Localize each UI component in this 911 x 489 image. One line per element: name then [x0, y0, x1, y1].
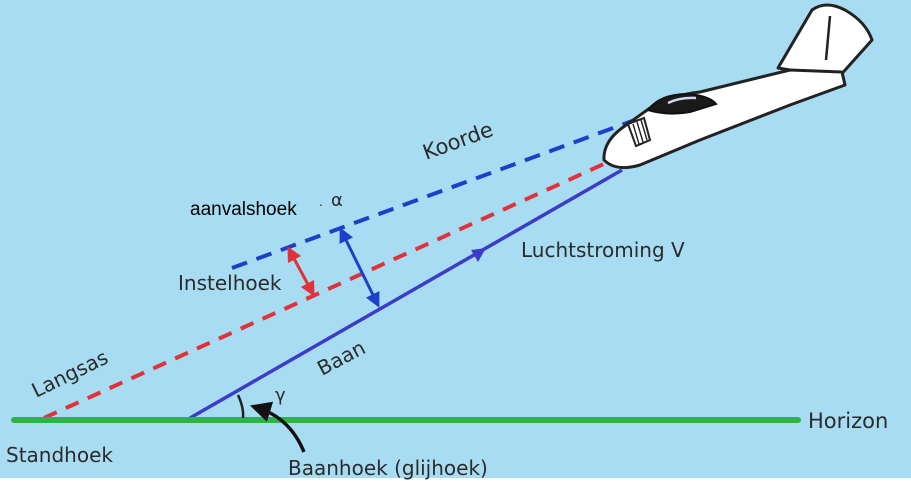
flight-path-arrowhead — [471, 248, 486, 262]
glider-canopy-highlight — [667, 96, 697, 105]
chord-line — [231, 86, 723, 270]
glider-rudder-line — [824, 15, 832, 61]
label-aanvalshoek: aanvalshoek — [190, 199, 297, 220]
glider-tail-fin — [776, 3, 874, 80]
glider-wing-hatching — [632, 119, 648, 145]
glide-angle-arc — [236, 394, 245, 419]
glider-canopy — [646, 92, 718, 115]
label-baanhoek: Baanhoek (glijhoek) — [288, 456, 488, 480]
longitudinal-axis-line — [43, 73, 801, 420]
label-alpha-dot: . — [319, 195, 323, 209]
glider-icon — [602, 3, 874, 170]
label-alpha: α — [331, 190, 343, 211]
label-gamma: γ — [275, 385, 286, 406]
label-luchtstroming: Luchtstroming V — [521, 238, 685, 262]
sky-background — [0, 0, 911, 478]
flight-path-line — [189, 168, 623, 420]
aanvalshoek-arrow — [339, 227, 380, 308]
label-standhoek: Standhoek — [6, 443, 113, 467]
baanhoek-pointer-arrow — [249, 401, 306, 453]
instelhoek-arrow — [287, 246, 315, 297]
label-instelhoek: Instelhoek — [178, 271, 282, 295]
label-horizon: Horizon — [808, 409, 888, 433]
